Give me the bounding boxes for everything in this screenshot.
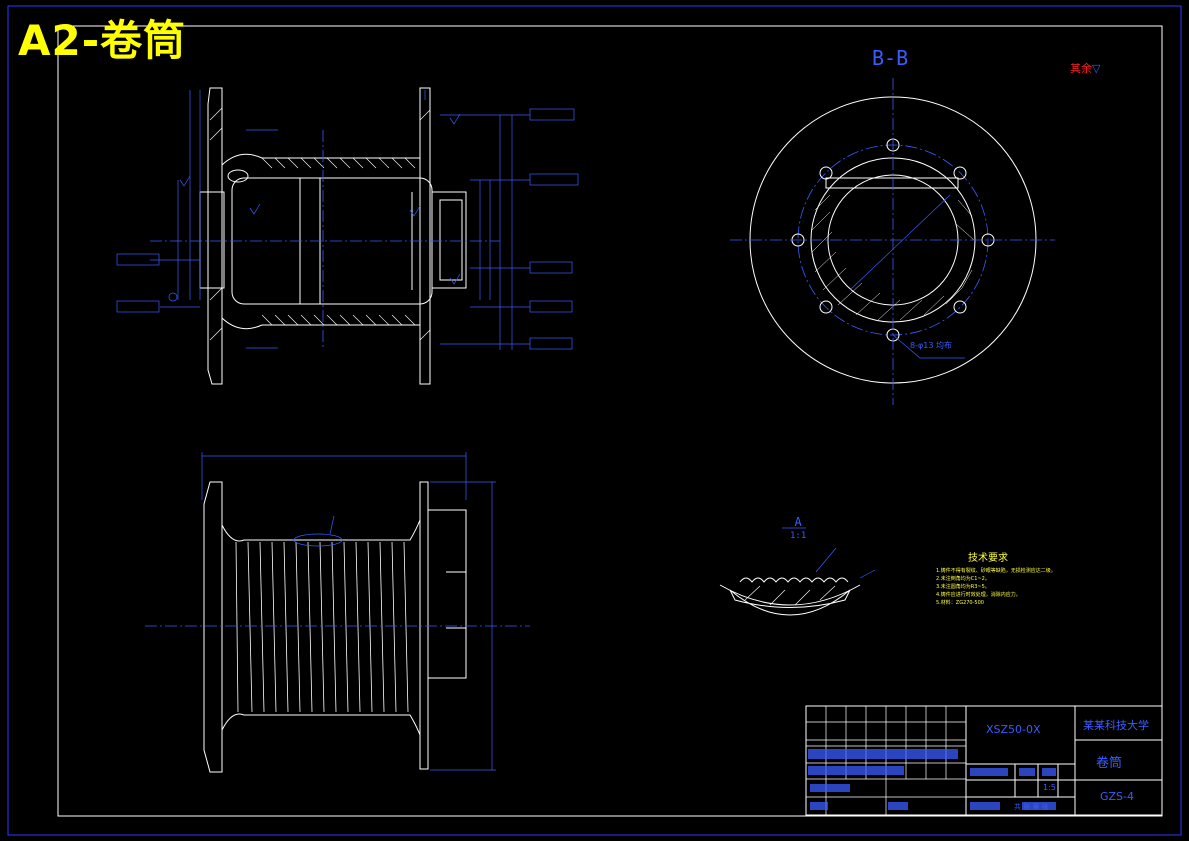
title-block-school: 某某科技大学 <box>1083 719 1149 732</box>
section-centerlines <box>150 130 500 350</box>
bb-view <box>730 78 1055 405</box>
section-hatching <box>209 107 431 341</box>
roughness-note-text: 其余 <box>1070 62 1092 75</box>
detail-a-label: A 1:1 <box>790 515 806 543</box>
tech-requirement-item: 1.铸件不得有裂纹、砂眼等缺陷，无损检测应达二级。 <box>936 568 1056 574</box>
title-block <box>805 705 1163 816</box>
elevation-dimensions <box>145 452 530 771</box>
tech-requirement-item: 3.未注圆角均为R3~5。 <box>936 584 990 590</box>
section-view <box>199 87 467 385</box>
tech-requirement-item: 4.铸件应进行时效处理，消除内应力。 <box>936 592 1021 598</box>
title-block-part-name: 卷筒 <box>1096 756 1123 771</box>
detail-a-letter: A <box>794 515 802 529</box>
bolt-note: 8-φ13 均布 <box>910 340 952 350</box>
title-block-drawing-no: GZS-4 <box>1100 790 1135 803</box>
detail-a <box>719 527 876 616</box>
outer-border <box>7 5 1182 836</box>
detail-a-scale: 1:1 <box>790 531 807 541</box>
roughness-symbol-icon: ▽ <box>1092 62 1101 75</box>
title-block-grid <box>806 706 966 815</box>
tech-requirement-item: 5.材料：ZG270-500 <box>936 600 984 606</box>
rope-grooves <box>235 541 409 713</box>
tech-requirement-item: 2.未注倒角均为C1~2。 <box>936 576 990 582</box>
elevation-view <box>203 481 467 773</box>
title-block-sheet: 共 张 第 张 <box>1014 803 1049 811</box>
section-dimensions <box>116 90 579 350</box>
section-bb-label: B-B <box>872 46 909 70</box>
roughness-note: 其余▽ <box>1070 60 1100 76</box>
title-block-fill <box>808 749 1056 810</box>
drawing-title: A2-卷筒 <box>18 16 187 65</box>
title-block-scale: 1:5 <box>1043 783 1056 792</box>
tech-requirements-title: 技术要求 <box>968 553 1008 564</box>
title-block-code: XSZ50-0X <box>986 723 1041 736</box>
inner-frame <box>57 25 1163 817</box>
tech-requirements-list: 1.铸件不得有裂纹、砂眼等缺陷，无损检测应达二级。 2.未注倒角均为C1~2。 … <box>936 567 1056 607</box>
